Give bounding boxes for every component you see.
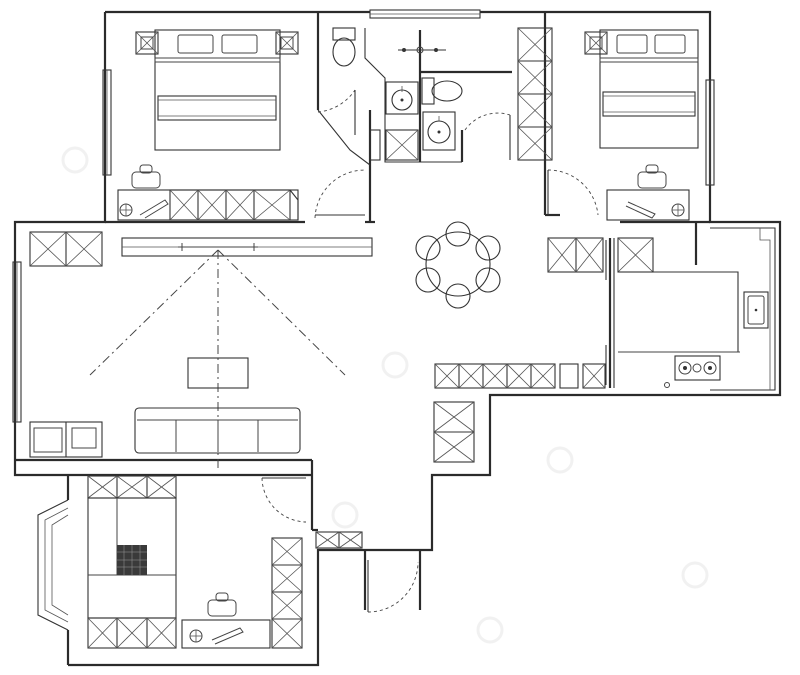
desk-chair-icon <box>131 164 161 189</box>
wardrobe-cabinet <box>169 189 299 221</box>
wardrobe-cabinet <box>517 27 553 161</box>
interior-walls <box>15 12 710 610</box>
hall-cabinet <box>433 401 475 463</box>
laundry-cabinet <box>29 421 103 458</box>
desk-lamp-icon <box>119 203 133 217</box>
door-swing-icon <box>547 169 599 216</box>
entry-cabinet <box>315 531 363 549</box>
fridge-cabinet <box>617 237 654 273</box>
kitchen-top-cabinet <box>547 237 604 273</box>
shower-faucet-icon <box>398 46 446 54</box>
kitchen <box>434 237 769 389</box>
washbasin-icon <box>385 81 419 115</box>
sofa-icon <box>134 407 301 454</box>
desk-lamp-icon <box>189 629 203 643</box>
desk-chair-icon <box>637 164 667 189</box>
toilet-icon <box>421 77 463 105</box>
door-swing-icon <box>261 477 307 523</box>
dining-table-icon <box>415 221 501 309</box>
door-swing-icon <box>367 561 419 613</box>
kitchen-sink-icon <box>743 291 769 329</box>
door-swing-icon <box>317 89 356 113</box>
study-side-cabinet <box>271 537 303 649</box>
desk-chair-icon <box>207 592 237 617</box>
toilet-icon <box>332 27 356 67</box>
double-bed-icon <box>599 29 699 149</box>
double-bed-icon <box>154 29 281 151</box>
bedroom-b <box>517 27 699 221</box>
bedroom-a <box>117 29 299 221</box>
storage-cabinet <box>385 129 419 161</box>
door-swing-icon <box>314 169 366 219</box>
kitchen-counter <box>434 363 606 389</box>
washbasin-icon <box>422 111 456 151</box>
exterior-walls <box>12 9 782 667</box>
living-room <box>29 221 501 470</box>
desk-lamp-icon <box>671 203 685 217</box>
nightstand-lamp-icon <box>135 31 159 55</box>
coffee-table <box>187 357 249 389</box>
door-swing-icon <box>464 112 511 131</box>
study-bottom-cabinet <box>87 617 177 649</box>
nightstand-lamp-icon <box>275 31 299 55</box>
study-top-cabinet <box>87 475 177 499</box>
side-cabinet <box>29 231 103 267</box>
stove-icon <box>674 355 721 381</box>
bathroom <box>317 27 511 161</box>
nightstand-lamp-icon <box>584 31 608 55</box>
entry-door <box>367 560 419 613</box>
study-room <box>87 475 307 649</box>
watermark <box>61 146 709 644</box>
